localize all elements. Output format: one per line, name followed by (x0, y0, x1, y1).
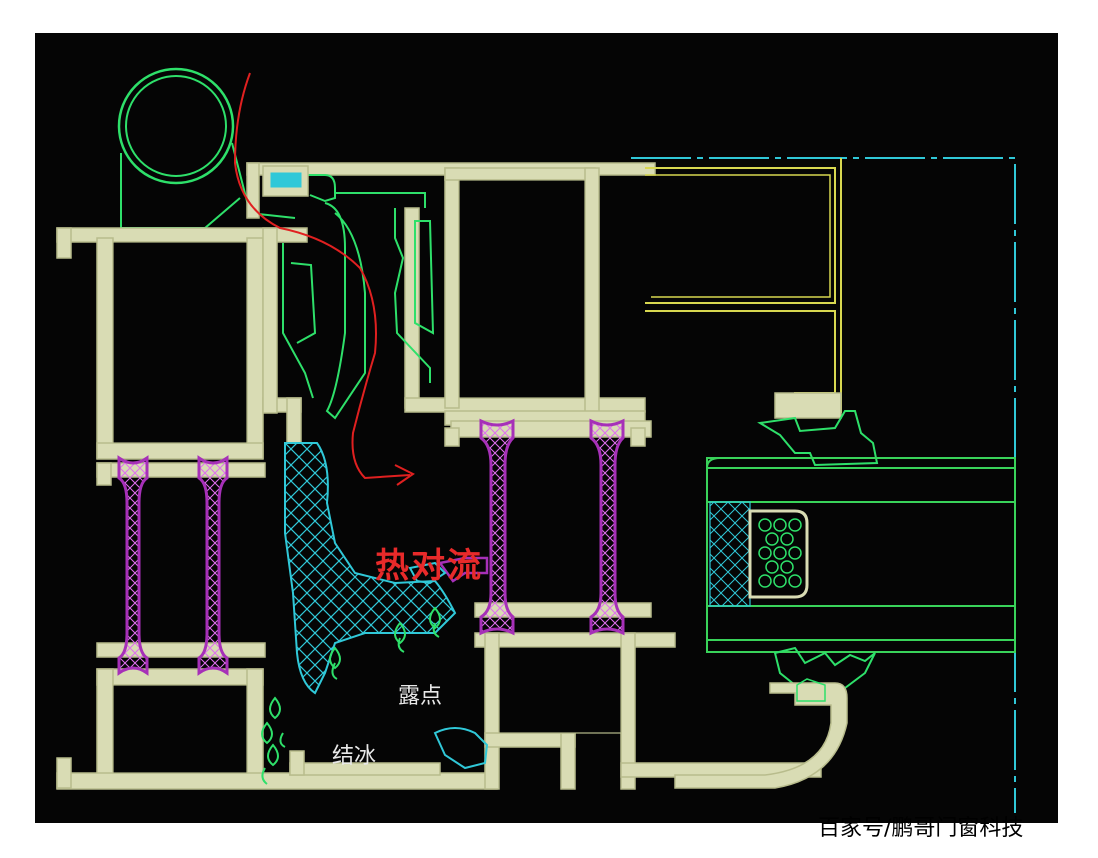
left-sash-voids (112, 241, 248, 774)
hatched-foam-gasket (284, 442, 457, 695)
connector-gasket-cyan (408, 561, 447, 585)
cad-drawing-canvas: 热对流 露点 结冰 (35, 33, 1058, 823)
ice-crystals (261, 696, 286, 785)
insulated-glass-unit (706, 457, 1016, 653)
interlock-voids (458, 179, 622, 734)
center-thermal-break-strips (479, 418, 625, 636)
connector-gasket (437, 556, 489, 583)
glass-spacer (709, 501, 809, 607)
top-seal-block (262, 165, 309, 197)
bottom-glazing-bead (674, 646, 876, 789)
dew-drops (329, 606, 441, 680)
left-thermal-break-strips (117, 455, 229, 676)
glazing-gasket-top (757, 410, 879, 467)
heat-flow-path (233, 72, 415, 486)
dew-point-label: 露点 (398, 684, 443, 709)
top-roller (117, 67, 296, 229)
source-watermark: 百家号/鹏哥门窗科技 (818, 816, 1024, 841)
heat-convection-label: 热对流 (375, 546, 483, 586)
top-gaskets (263, 174, 435, 420)
icing-label: 结冰 (332, 744, 377, 769)
window-section-drawing (56, 67, 1016, 813)
right-frame (631, 157, 1016, 813)
bottom-gasket (289, 727, 489, 776)
